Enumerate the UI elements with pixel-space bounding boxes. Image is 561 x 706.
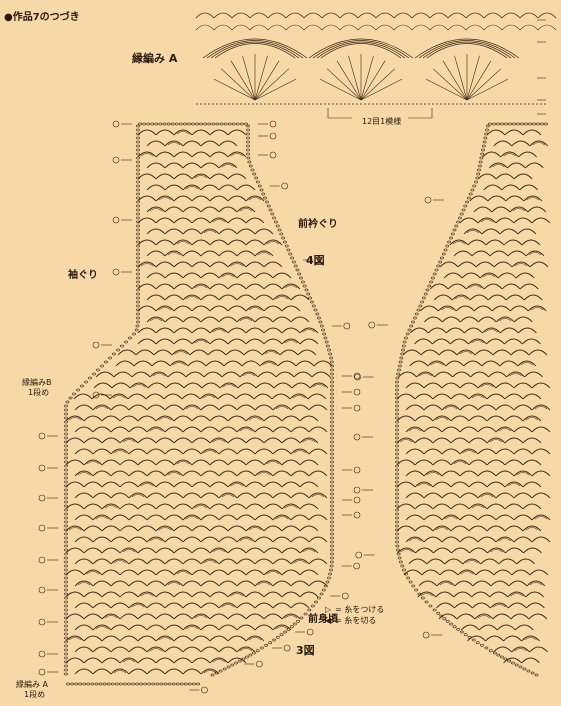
edging-b-row1-label: 1段め	[28, 388, 50, 397]
attach-thread-icon: ▷	[325, 605, 332, 614]
row-arrows	[38, 19, 546, 694]
legend-attach: ▷ = 糸をつける	[325, 604, 384, 615]
front-body-label: 前身頃	[308, 614, 338, 625]
legend-attach-text: = 糸をつける	[335, 605, 385, 614]
figure-4-label: 4図	[306, 254, 325, 267]
figure-3-label: 3図	[296, 644, 315, 657]
edging-a-label: 縁編み A	[132, 52, 178, 65]
front-neck-label: 前衿ぐり	[298, 219, 338, 230]
legend-cut-text: = 糸を切る	[335, 616, 377, 625]
legend: ▷ = 糸をつける ◀ = 糸を切る	[325, 604, 384, 626]
armhole-label: 袖ぐり	[68, 270, 98, 281]
page-title: ●作品7のつづき	[4, 12, 80, 23]
edging-a-bottom-label: 縁編み A	[16, 680, 49, 689]
right-front-panel	[395, 122, 551, 677]
cut-thread-icon: ◀	[325, 616, 332, 625]
legend-cut: ◀ = 糸を切る	[325, 615, 384, 626]
edging-a-row1-label: 1段め	[24, 690, 46, 699]
edging-b-label: 縁編みB	[22, 378, 52, 387]
left-front-panel	[64, 122, 334, 686]
edging-a-chart	[195, 12, 557, 119]
repeat-label: 12目1模様	[362, 117, 402, 126]
